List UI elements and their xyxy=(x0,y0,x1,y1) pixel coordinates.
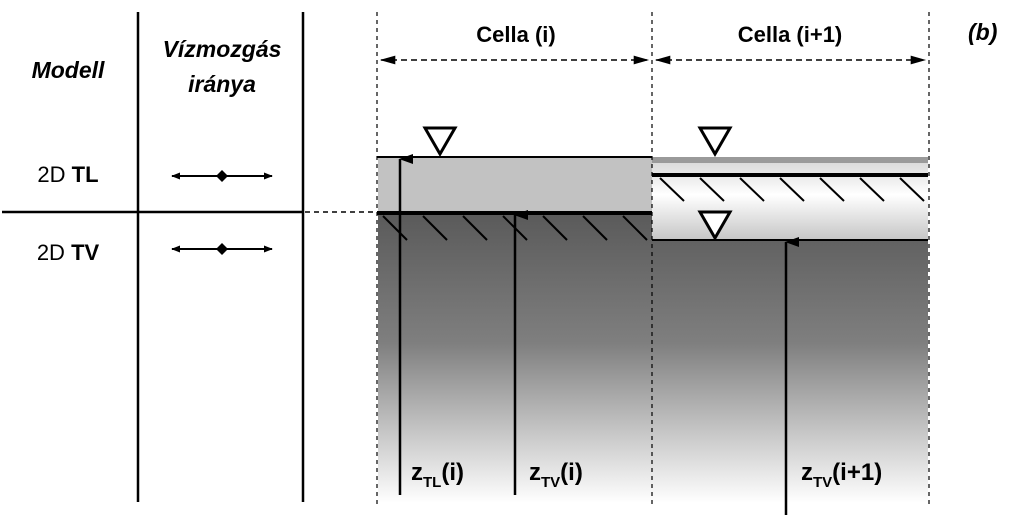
surface-water-layer xyxy=(378,157,652,213)
row-label-tl: 2D TL xyxy=(37,162,98,187)
ground-hatching xyxy=(382,215,648,241)
panel-label: (b) xyxy=(968,19,997,45)
row-label-tv-model: TV xyxy=(71,240,99,265)
height-label-tv-i-suffix: (i) xyxy=(560,459,583,486)
row-label-tv-prefix: 2D xyxy=(37,240,71,265)
header-model: Modell xyxy=(32,57,105,83)
height-label-tv-i-base: z xyxy=(529,459,541,486)
flow-direction-tv-icon xyxy=(171,243,273,255)
height-label-tl-i-sub: TL xyxy=(423,474,441,491)
cell-i1-label: Cella (i+1) xyxy=(738,22,843,47)
height-label-tv-i-sub: TV xyxy=(541,474,560,491)
header-direction-line2: iránya xyxy=(188,71,256,97)
height-label-tv-i1: zTV(i+1) xyxy=(801,459,882,491)
water-level-tl-icon xyxy=(422,126,458,158)
height-label-tv-i1-suffix: (i+1) xyxy=(832,459,882,486)
pipe-top-hatching xyxy=(659,177,925,202)
height-label-tl-i-base: z xyxy=(411,459,423,486)
water-level-tl-right-icon xyxy=(697,126,733,158)
row-label-tv: 2D TV xyxy=(37,240,100,265)
height-label-tl-i-suffix: (i) xyxy=(441,459,464,486)
water-level-tv-icon xyxy=(697,210,733,242)
height-label-tl-i: zTL(i) xyxy=(411,459,464,491)
cell-i-label: Cella (i) xyxy=(476,22,555,47)
flow-direction-tl-icon xyxy=(171,170,273,182)
height-label-tv-i: zTV(i) xyxy=(529,459,583,491)
pipe-channel xyxy=(652,157,928,241)
height-label-tv-i1-base: z xyxy=(801,459,813,486)
header-direction-line1: Vízmozgás xyxy=(163,36,282,62)
model-table: Modell Vízmozgás iránya 2D TL 2D TV xyxy=(2,12,305,502)
ground-body xyxy=(378,213,928,503)
height-label-tv-i1-sub: TV xyxy=(813,474,832,491)
row-label-tl-model: TL xyxy=(72,162,99,187)
row-label-tl-prefix: 2D xyxy=(37,162,71,187)
cell-diagram: Cella (i) Cella (i+1) (b) zTL(i) zTV(i) … xyxy=(305,12,997,515)
